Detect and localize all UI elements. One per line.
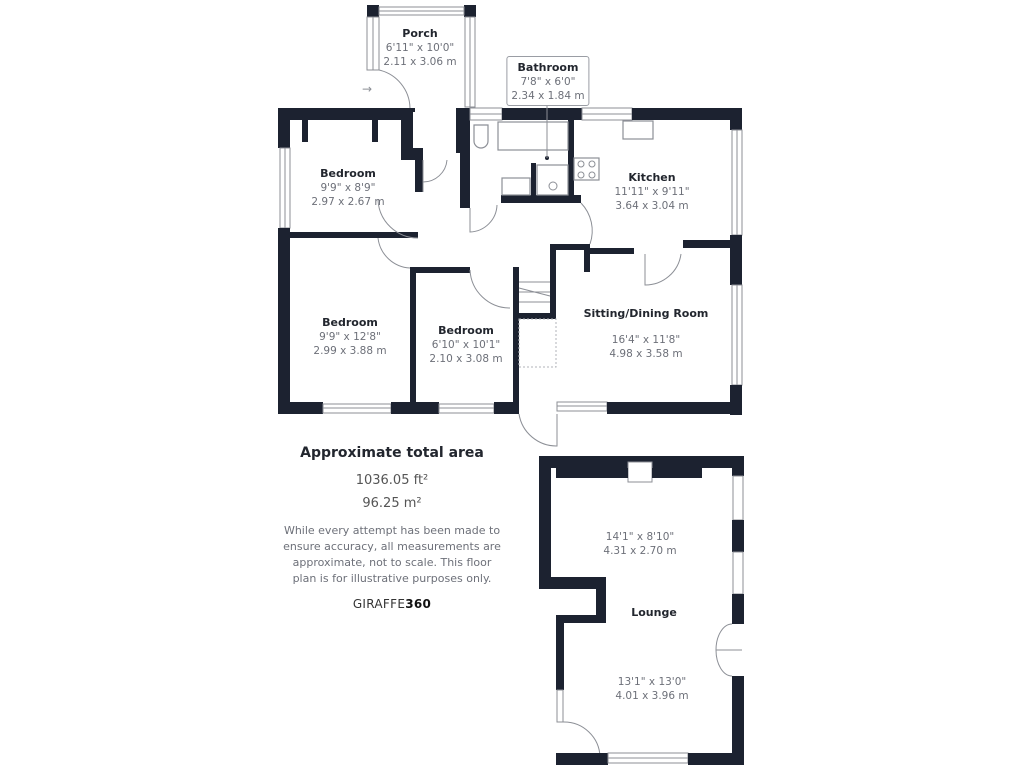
room-label-bedroom-1: Bedroom 9'9" x 8'9" 2.97 x 2.67 m [311,167,384,209]
room-name: Bedroom [320,167,376,180]
room-label-kitchen: Kitchen 11'11" x 9'11" 3.64 x 3.04 m [614,171,689,213]
doors-and-fixtures [377,100,682,368]
room-dim-imperial: 16'4" x 11'8" [611,334,681,346]
room-dim-imperial: 11'11" x 9'11" [614,186,690,198]
room-label-bedroom-2: Bedroom 9'9" x 12'8" 2.99 x 3.88 m [313,316,386,358]
total-area-ft: 1036.05 ft² [355,473,429,488]
room-name: Bedroom [438,324,494,337]
room-dim-metric: 4.98 x 3.58 m [609,348,683,360]
room-dim-metric: 4.01 x 3.96 m [615,690,689,702]
room-dim-imperial: 6'11" x 10'0" [385,42,455,54]
room-dim-metric: 4.31 x 2.70 m [603,545,677,557]
room-dim-metric: 2.34 x 1.84 m [511,90,585,102]
brand-prefix: GIRAFFE [352,597,406,611]
room-name: Kitchen [628,171,676,184]
internal-walls [290,120,733,407]
room-name: Bedroom [322,316,378,329]
room-dim-imperial: 6'10" x 10'1" [431,339,501,351]
room-label-porch: Porch 6'11" x 10'0" 2.11 x 3.06 m [383,27,456,69]
room-label-lounge: Lounge [631,606,677,620]
room-dim-imperial: 13'1" x 13'0" [617,676,687,688]
room-label-lounge-lower: 13'1" x 13'0" 4.01 x 3.96 m [615,675,688,703]
room-dim-imperial: 9'9" x 12'8" [319,331,381,343]
room-label-bathroom: Bathroom 7'8" x 6'0" 2.34 x 1.84 m [506,56,590,106]
room-dim-imperial: 14'1" x 8'10" [605,531,675,543]
room-dim-metric: 2.97 x 2.67 m [311,196,385,208]
brand-logo: GIRAFFE360 [353,597,431,611]
brand-suffix: 360 [405,597,432,611]
room-dim-metric: 2.10 x 3.08 m [429,353,503,365]
room-label-sitting-dining: Sitting/Dining Room 16'4" x 11'8" 4.98 x… [584,307,709,361]
lounge-structure [539,456,744,765]
room-name: Sitting/Dining Room [583,307,709,320]
room-name: Porch [402,27,438,40]
room-dim-metric: 2.11 x 3.06 m [383,56,457,68]
room-name: Lounge [631,606,677,619]
room-dim-imperial: 7'8" x 6'0" [520,76,576,88]
main-house-walls [278,107,743,447]
room-label-bedroom-3: Bedroom 6'10" x 10'1" 2.10 x 3.08 m [429,324,502,366]
room-dim-imperial: 9'9" x 8'9" [320,182,376,194]
staircase [518,281,557,368]
svg-text:→: → [362,82,372,96]
porch-structure: → [362,5,476,109]
room-dim-metric: 3.64 x 3.04 m [615,200,689,212]
room-dim-metric: 2.99 x 3.88 m [313,345,387,357]
total-area-m: 96.25 m² [362,496,422,511]
disclaimer-text: While every attempt has been made to ens… [283,524,501,585]
room-label-lounge-upper: 14'1" x 8'10" 4.31 x 2.70 m [603,530,676,558]
summary-title: Approximate total area [300,445,484,461]
room-name: Bathroom [517,61,579,74]
